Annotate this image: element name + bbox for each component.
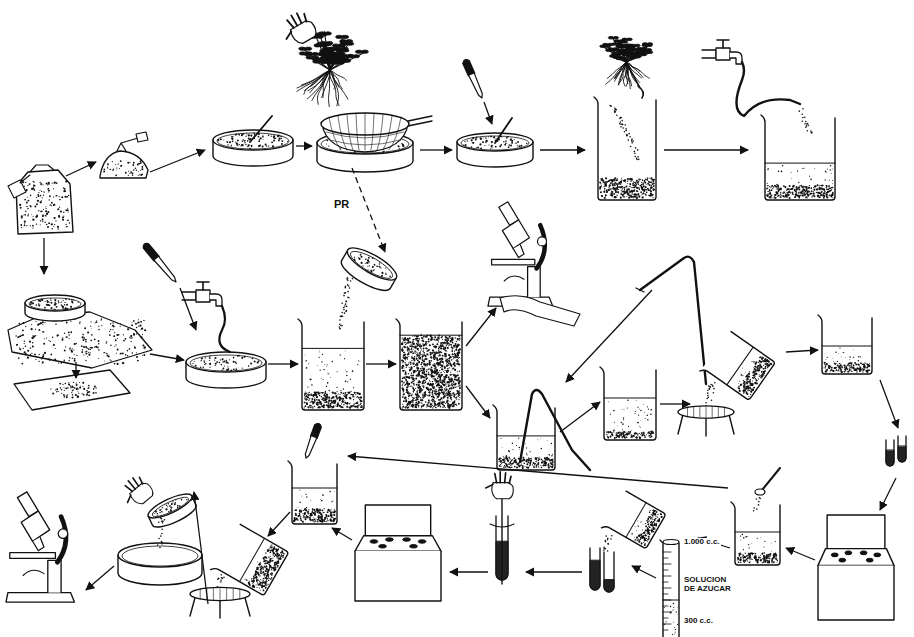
diagram-stage: PR1.000 c.c.SOLUCION DE AZUCAR300 c.c. [0, 0, 914, 637]
